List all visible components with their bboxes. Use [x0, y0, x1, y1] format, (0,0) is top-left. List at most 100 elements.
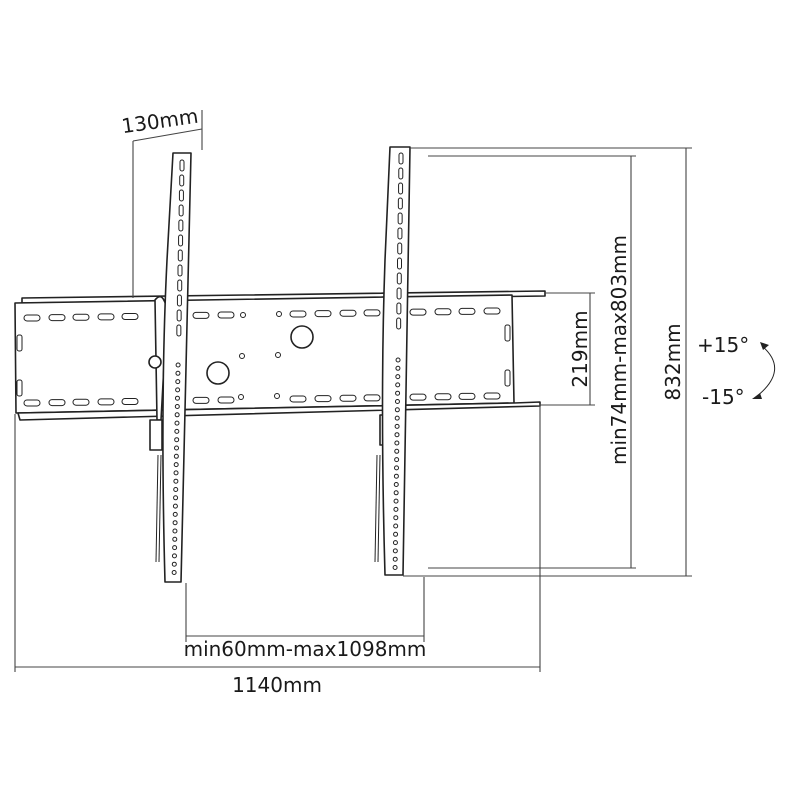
right-vertical-arm	[374, 146, 411, 576]
arm-hole	[173, 470, 179, 476]
arm-slot	[178, 219, 184, 232]
plate-slot	[192, 311, 210, 319]
plate-slot	[72, 313, 90, 321]
arm-hole	[173, 478, 179, 484]
plate-side-slot	[504, 369, 511, 387]
plate-hole	[275, 352, 281, 358]
plate-slot	[458, 392, 476, 400]
arm-hole	[394, 399, 400, 404]
plate-slot	[409, 393, 427, 401]
arm-hole	[174, 437, 180, 443]
plate-hole	[274, 393, 280, 399]
plate-side-slot	[504, 324, 511, 342]
arm-hole	[173, 487, 179, 492]
plate-face	[14, 294, 515, 414]
arm-hole	[173, 462, 179, 468]
arm-slot	[396, 317, 402, 330]
arm-hole	[393, 506, 399, 512]
arm-hole	[393, 482, 399, 487]
arm-slot	[177, 279, 183, 292]
arm-hole	[393, 498, 399, 504]
arm-slot	[177, 264, 183, 277]
arm-hole	[174, 428, 180, 434]
arm-slot	[397, 257, 403, 270]
arm-slot	[179, 174, 185, 187]
arm-slot	[397, 242, 403, 255]
plate-slot	[48, 314, 66, 322]
arm-hole	[394, 465, 400, 471]
plate-side-slot	[16, 334, 23, 352]
arm-slot	[177, 249, 183, 262]
plate-slot	[72, 398, 90, 406]
arm-hole	[392, 556, 398, 562]
arm-hole	[172, 503, 178, 509]
arm-slot	[178, 234, 184, 247]
plate-slot	[121, 397, 139, 405]
arm-hole	[394, 432, 400, 438]
plate-hole	[238, 394, 244, 400]
left-arm-holes	[171, 159, 185, 575]
arm-hole	[174, 395, 180, 401]
plate-hole	[240, 312, 246, 318]
plate-height-label: 219mm	[568, 310, 592, 387]
arm-slot	[176, 324, 182, 337]
arm-hole	[395, 357, 401, 363]
plate-slot	[23, 314, 41, 322]
arm-slot	[397, 197, 403, 210]
arm-hole	[173, 495, 179, 501]
arm-slot	[396, 302, 402, 315]
arm-hole	[172, 536, 178, 542]
arm-hole	[392, 548, 398, 554]
arm-slot	[398, 152, 404, 165]
right-arm-holes	[392, 152, 404, 570]
arm-hole	[394, 415, 400, 421]
arm-hole	[171, 561, 177, 567]
arm-hole	[172, 528, 178, 534]
left-arm-body	[162, 152, 192, 583]
arm-slot	[396, 272, 402, 285]
tilt-down-label: -15°	[702, 385, 745, 409]
wall-plate	[14, 290, 546, 421]
plate-slot	[363, 394, 381, 402]
plate-slot	[363, 309, 381, 317]
arm-hole	[393, 473, 399, 479]
height-dimensions: 219mm min74mm-max803mm 832mm	[403, 147, 692, 577]
plate-hole	[239, 353, 245, 359]
arm-hole	[175, 387, 181, 393]
arm-hole	[393, 531, 399, 537]
left-safety-cord	[155, 454, 159, 563]
curved-double-arrow-icon	[752, 342, 776, 399]
plate-slot	[458, 307, 476, 315]
plate-slot	[483, 392, 501, 400]
arm-hole	[171, 570, 177, 575]
arm-hole	[174, 420, 180, 426]
arm-hole	[394, 448, 400, 454]
arm-hole	[395, 374, 401, 380]
plate-slot	[409, 308, 427, 316]
plate-large-hole	[206, 361, 230, 385]
arm-hole	[392, 565, 398, 570]
plate-width-label: 1140mm	[232, 673, 322, 697]
depth-label: 130mm	[120, 104, 200, 139]
arm-slot	[398, 182, 404, 195]
plate-slot	[217, 396, 235, 404]
width-dimensions: min60mm-max1098mm 1140mm	[14, 404, 541, 697]
arm-hole	[393, 523, 399, 529]
arm-hole	[173, 453, 179, 459]
plate-slot	[339, 309, 357, 317]
plate-slot	[434, 308, 452, 316]
arm-hole	[393, 515, 399, 521]
plate-slot	[339, 394, 357, 402]
arm-spacing-label: min60mm-max1098mm	[184, 637, 427, 661]
plate-large-hole	[290, 325, 314, 349]
arm-length-label: 832mm	[661, 323, 685, 400]
plate-slot	[289, 310, 307, 318]
arm-hole	[395, 365, 401, 371]
arm-slot	[178, 189, 184, 202]
arm-hole	[175, 362, 181, 368]
plate-slot	[434, 393, 452, 401]
left-knob	[148, 355, 162, 369]
plate-side-slot	[16, 379, 23, 397]
arm-slot	[398, 167, 404, 180]
arm-hole	[394, 407, 400, 413]
